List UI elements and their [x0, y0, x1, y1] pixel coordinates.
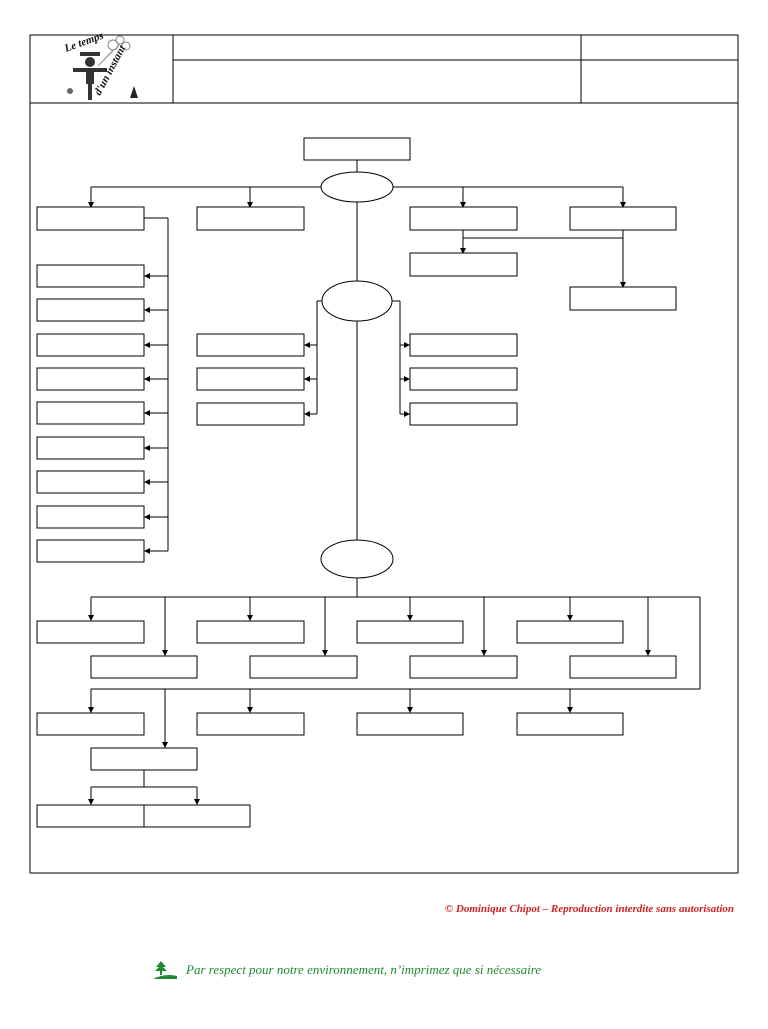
ellipse-top[interactable] — [320, 171, 394, 203]
ellipse-middle[interactable] — [321, 280, 393, 322]
left-list-box-7[interactable] — [36, 470, 145, 494]
bottom-row-c-box-3[interactable] — [356, 712, 464, 736]
left-list-box-1[interactable] — [36, 264, 145, 288]
left-list-box-9[interactable] — [36, 539, 145, 563]
mid-left-box-2[interactable] — [196, 367, 305, 391]
top-row-box-2[interactable] — [196, 206, 305, 231]
scarecrow-icon — [73, 52, 107, 100]
bottom-row-c-box-2[interactable] — [196, 712, 305, 736]
copyright-notice: © Dominique Chipot – Reproduction interd… — [444, 903, 734, 915]
top-row-box-3[interactable] — [409, 206, 518, 231]
eco-message: Par respect pour notre environnement, n’… — [186, 962, 542, 977]
bottom-row-d-box[interactable] — [90, 747, 198, 771]
top-row-box-1[interactable] — [36, 206, 145, 231]
bird-icon — [130, 86, 138, 98]
bottom-row-b-box-4[interactable] — [569, 655, 677, 679]
bottom-row-a-box-1[interactable] — [36, 620, 145, 644]
left-list-box-5[interactable] — [36, 401, 145, 425]
header-ref-cell[interactable] — [583, 37, 736, 58]
bottom-row-b-box-3[interactable] — [409, 655, 518, 679]
eco-footer: Par respect pour notre environnement, n’… — [152, 960, 541, 980]
header-title-cell[interactable] — [175, 37, 579, 58]
critter-icon — [67, 88, 73, 94]
bottom-leaf-box-1[interactable] — [36, 804, 145, 828]
right-sub-box-1[interactable] — [409, 252, 518, 277]
tree-icon — [153, 961, 177, 979]
left-list-box-4[interactable] — [36, 367, 145, 391]
bottom-row-b-box-1[interactable] — [90, 655, 198, 679]
mid-left-box-3[interactable] — [196, 402, 305, 426]
bottom-row-a-box-2[interactable] — [196, 620, 305, 644]
header-subtitle-cell[interactable] — [175, 62, 579, 101]
bottom-row-b-box-2[interactable] — [249, 655, 358, 679]
left-list-box-3[interactable] — [36, 333, 145, 357]
bottom-row-c-box-1[interactable] — [36, 712, 145, 736]
right-sub-box-2[interactable] — [569, 286, 677, 311]
ellipse-bottom[interactable] — [320, 539, 394, 579]
left-list-box-2[interactable] — [36, 298, 145, 322]
mid-right-box-1[interactable] — [409, 333, 518, 357]
left-list-box-6[interactable] — [36, 436, 145, 460]
top-box[interactable] — [303, 137, 411, 161]
outer-frame — [29, 34, 739, 874]
logo: Le temps d'un instant — [62, 30, 139, 101]
header-table — [30, 35, 738, 104]
mid-right-box-3[interactable] — [409, 402, 518, 426]
left-list-box-8[interactable] — [36, 505, 145, 529]
mid-left-box-1[interactable] — [196, 333, 305, 357]
mid-right-box-2[interactable] — [409, 367, 518, 391]
bottom-row-a-box-4[interactable] — [516, 620, 624, 644]
top-row-box-4[interactable] — [569, 206, 677, 231]
header-date-cell[interactable] — [583, 62, 736, 101]
bottom-leaf-box-2[interactable] — [143, 804, 251, 828]
bottom-row-c-box-4[interactable] — [516, 712, 624, 736]
bottom-row-a-box-3[interactable] — [356, 620, 464, 644]
